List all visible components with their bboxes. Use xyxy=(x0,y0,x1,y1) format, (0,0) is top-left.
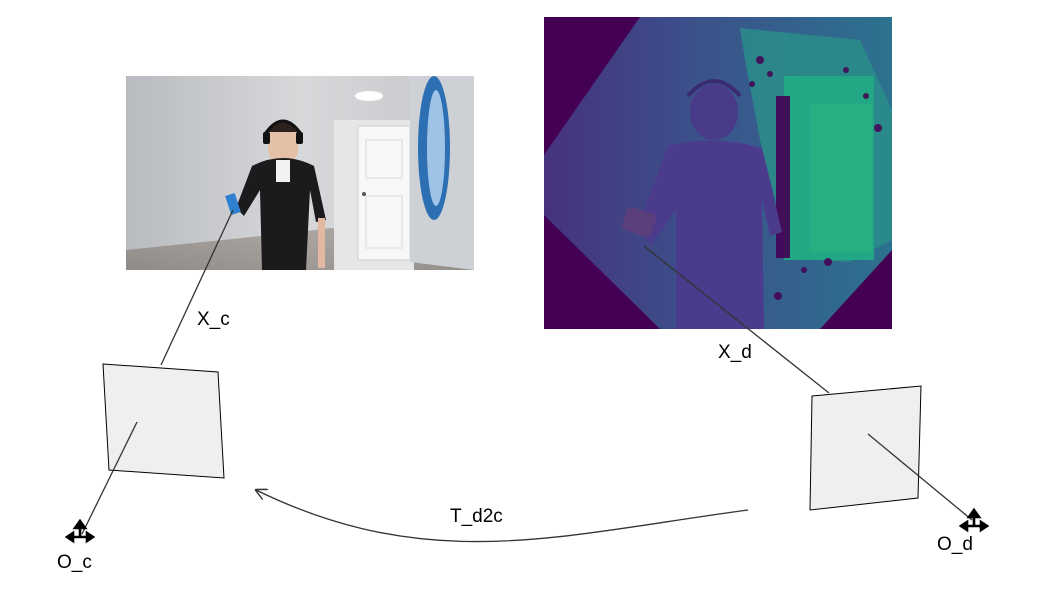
label-x-c: X_c xyxy=(197,309,230,330)
ray-line-depth xyxy=(643,245,830,394)
optical-axis-depth xyxy=(867,433,973,521)
ray-line-color xyxy=(160,209,234,366)
label-t-d2c: T_d2c xyxy=(450,506,503,527)
origin-depth-icon xyxy=(958,507,990,533)
label-x-d: X_d xyxy=(718,342,752,363)
depth-person-silhouette xyxy=(622,79,782,329)
label-o-c: O_c xyxy=(57,552,92,573)
image-plane-color xyxy=(102,363,225,479)
person-figure xyxy=(225,119,326,270)
transform-arrow xyxy=(256,490,749,543)
origin-color-icon xyxy=(64,518,96,544)
optical-axis-color xyxy=(81,421,138,535)
label-o-d: O_d xyxy=(937,534,973,555)
rgb-image xyxy=(126,76,474,270)
image-plane-depth xyxy=(809,385,922,511)
depth-image xyxy=(544,17,892,329)
